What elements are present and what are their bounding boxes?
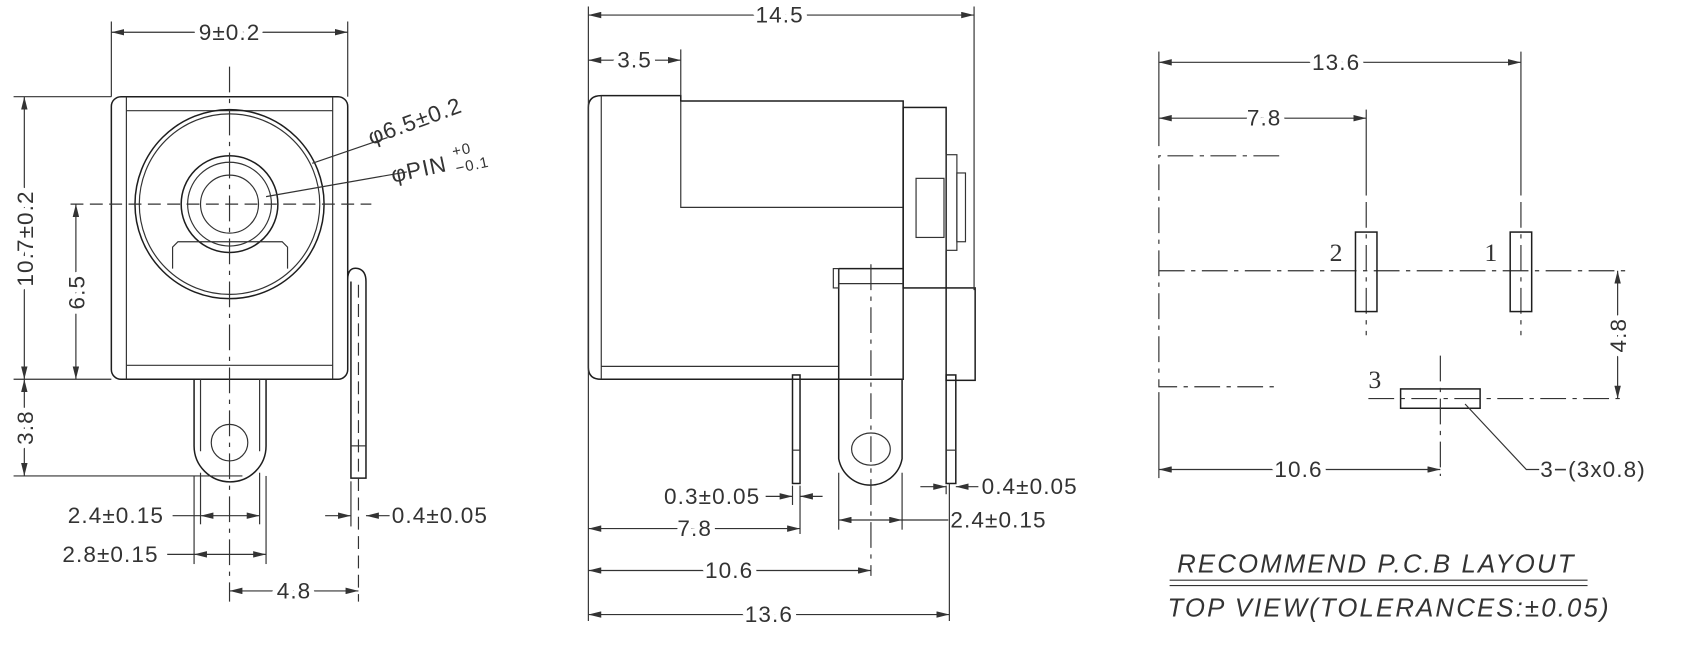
dim-tab-width-label: 2.4±0.15 — [950, 508, 1046, 533]
pcb-layout: 13.6 7.8 2 1 3 4.8 10.6 3−(3x0.8) RECOMM… — [1158, 44, 1646, 623]
dim-pcb-pin3-label: 10.6 — [1274, 457, 1322, 482]
dim-width-label: 9±0.2 — [199, 20, 261, 45]
pad-2 — [1354, 231, 1378, 313]
middle-tab-catch — [832, 268, 840, 289]
pin-tol-upper: +0 — [451, 140, 473, 161]
bottom-tab — [193, 379, 267, 483]
dim-side-pin-offset-label: 4.8 — [277, 578, 312, 603]
dim-front-offset-label: 3.5 — [617, 48, 652, 73]
dim-tab-outer-label: 2.8±0.15 — [62, 542, 158, 567]
dim-pcb-pin2-label: 7.8 — [1247, 106, 1282, 131]
rear-contact-clip — [956, 172, 967, 243]
outer-diameter-label: φ6.5±0.2 — [365, 93, 466, 150]
pad-1 — [1509, 231, 1533, 313]
rear-contact — [915, 177, 945, 239]
side-pin — [346, 267, 367, 479]
dim-tab-inner-label: 2.4±0.15 — [68, 503, 164, 528]
layout-title: RECOMMEND P.C.B LAYOUT — [1177, 551, 1576, 579]
pin-tol-lower: −0.1 — [454, 154, 491, 178]
dim-side-pin-thickness-label: 0.4±0.05 — [392, 503, 488, 528]
pad-3-label: 3 — [1368, 365, 1382, 394]
front-view: 9±0.2 10.7±0.2 6.5 3.8 φ6.5±0.2 φPIN +0 … — [8, 14, 491, 608]
dim-pin-length-label: 3.8 — [13, 410, 38, 445]
dim-height-label: 10.7±0.2 — [13, 190, 38, 286]
rear-lower-block — [945, 287, 976, 382]
dim-pcb-pin1-label: 13.6 — [1312, 50, 1360, 75]
leader-outer-diameter — [312, 136, 388, 164]
rear-contact-plate — [945, 154, 958, 251]
dim-pin1-label: 13.6 — [745, 602, 793, 627]
rear-block — [902, 106, 947, 289]
dim-pin2-label: 7.8 — [677, 516, 712, 541]
layout-subtitle: TOP VIEW(TOLERANCES:±0.05) — [1167, 595, 1610, 623]
pin-label: φPIN — [389, 151, 449, 187]
pad-1-label: 1 — [1484, 238, 1498, 267]
dim-pin-thickness-left-label: 0.3±0.05 — [664, 484, 760, 509]
middle-tab-hole — [851, 432, 891, 466]
dim-overall-length-label: 14.5 — [756, 3, 804, 28]
pad-spec-leader — [1464, 403, 1540, 471]
dim-pin-thickness-right-label: 0.4±0.05 — [982, 474, 1078, 499]
pin-diameter-label: φPIN +0 −0.1 — [389, 140, 491, 188]
pad-2-label: 2 — [1330, 238, 1344, 267]
pad-spec-label: 3−(3x0.8) — [1540, 457, 1646, 482]
dim-center-height-label: 6.5 — [64, 275, 89, 310]
dim-pin3-offset-label: 4.8 — [1606, 318, 1631, 353]
dim-pin3-label: 10.6 — [705, 558, 753, 583]
side-body-step — [680, 100, 904, 208]
side-view: 14.5 3.5 0.3±0.05 0.4±0.05 2.4±0.15 7.8 … — [587, 0, 1078, 632]
left-pin — [791, 374, 801, 485]
side-body-front — [587, 94, 904, 381]
right-pin — [945, 374, 957, 485]
leader-pin — [265, 171, 407, 198]
bottom-tab-hole — [210, 423, 249, 462]
